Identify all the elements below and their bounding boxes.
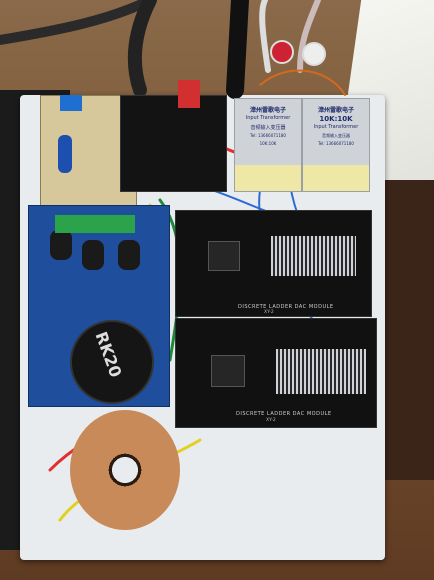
transformer-type: Input Transformer	[313, 124, 359, 130]
capacitor	[58, 135, 72, 173]
dac-module-model: XY-2	[266, 418, 276, 423]
toroidal-transformer	[70, 410, 180, 530]
transformer-base	[235, 165, 301, 191]
spdif-connector	[178, 80, 200, 108]
transformer-brand: 漳州雷歌电子	[249, 107, 286, 114]
dac-chip	[211, 355, 245, 387]
capacitor	[82, 240, 104, 270]
input-transformer-left: 漳州雷歌电子 Input Transformer 音频输入变压器 Tel: 13…	[234, 98, 302, 192]
transformer-ratio: 10K:10K	[259, 141, 277, 146]
usb-receiver-board	[120, 95, 227, 192]
transformer-base	[303, 165, 369, 191]
transformer-tel: Tel: 13666071180	[318, 141, 354, 146]
rca-jack-right	[302, 42, 326, 66]
dac-chip	[208, 241, 240, 271]
rk20-component	[70, 320, 154, 404]
transformer-type-cn: 音频输入变压器	[250, 125, 286, 131]
screw-terminals	[55, 215, 135, 233]
capacitor	[118, 240, 140, 270]
rca-jack-left	[270, 40, 294, 64]
transformer-type-cn: 音频输入变压器	[322, 133, 350, 138]
wooden-surface	[378, 180, 434, 480]
transformer-brand: 漳州雷歌电子	[317, 107, 354, 114]
capacitor	[50, 230, 72, 260]
transformer-tel: Tel: 13666071180	[250, 133, 286, 138]
transformer-type: Input Transformer	[245, 115, 291, 121]
terminal-block	[60, 95, 82, 111]
dac-module-model: XY-2	[264, 310, 274, 315]
resistor-ladder	[271, 236, 356, 276]
ladder-dac-module-bottom: DISCRETE LADDER DAC MODULE XY-2	[175, 318, 377, 428]
ladder-dac-module-top: DISCRETE LADDER DAC MODULE XY-2	[175, 210, 372, 317]
input-transformer-right: 漳州雷歌电子 10K:10K Input Transformer 音频输入变压器…	[302, 98, 370, 192]
dac-module-label: DISCRETE LADDER DAC MODULE	[238, 304, 334, 310]
transformer-ratio: 10K:10K	[319, 115, 353, 123]
dac-module-label: DISCRETE LADDER DAC MODULE	[236, 411, 332, 417]
resistor-ladder	[276, 349, 366, 394]
